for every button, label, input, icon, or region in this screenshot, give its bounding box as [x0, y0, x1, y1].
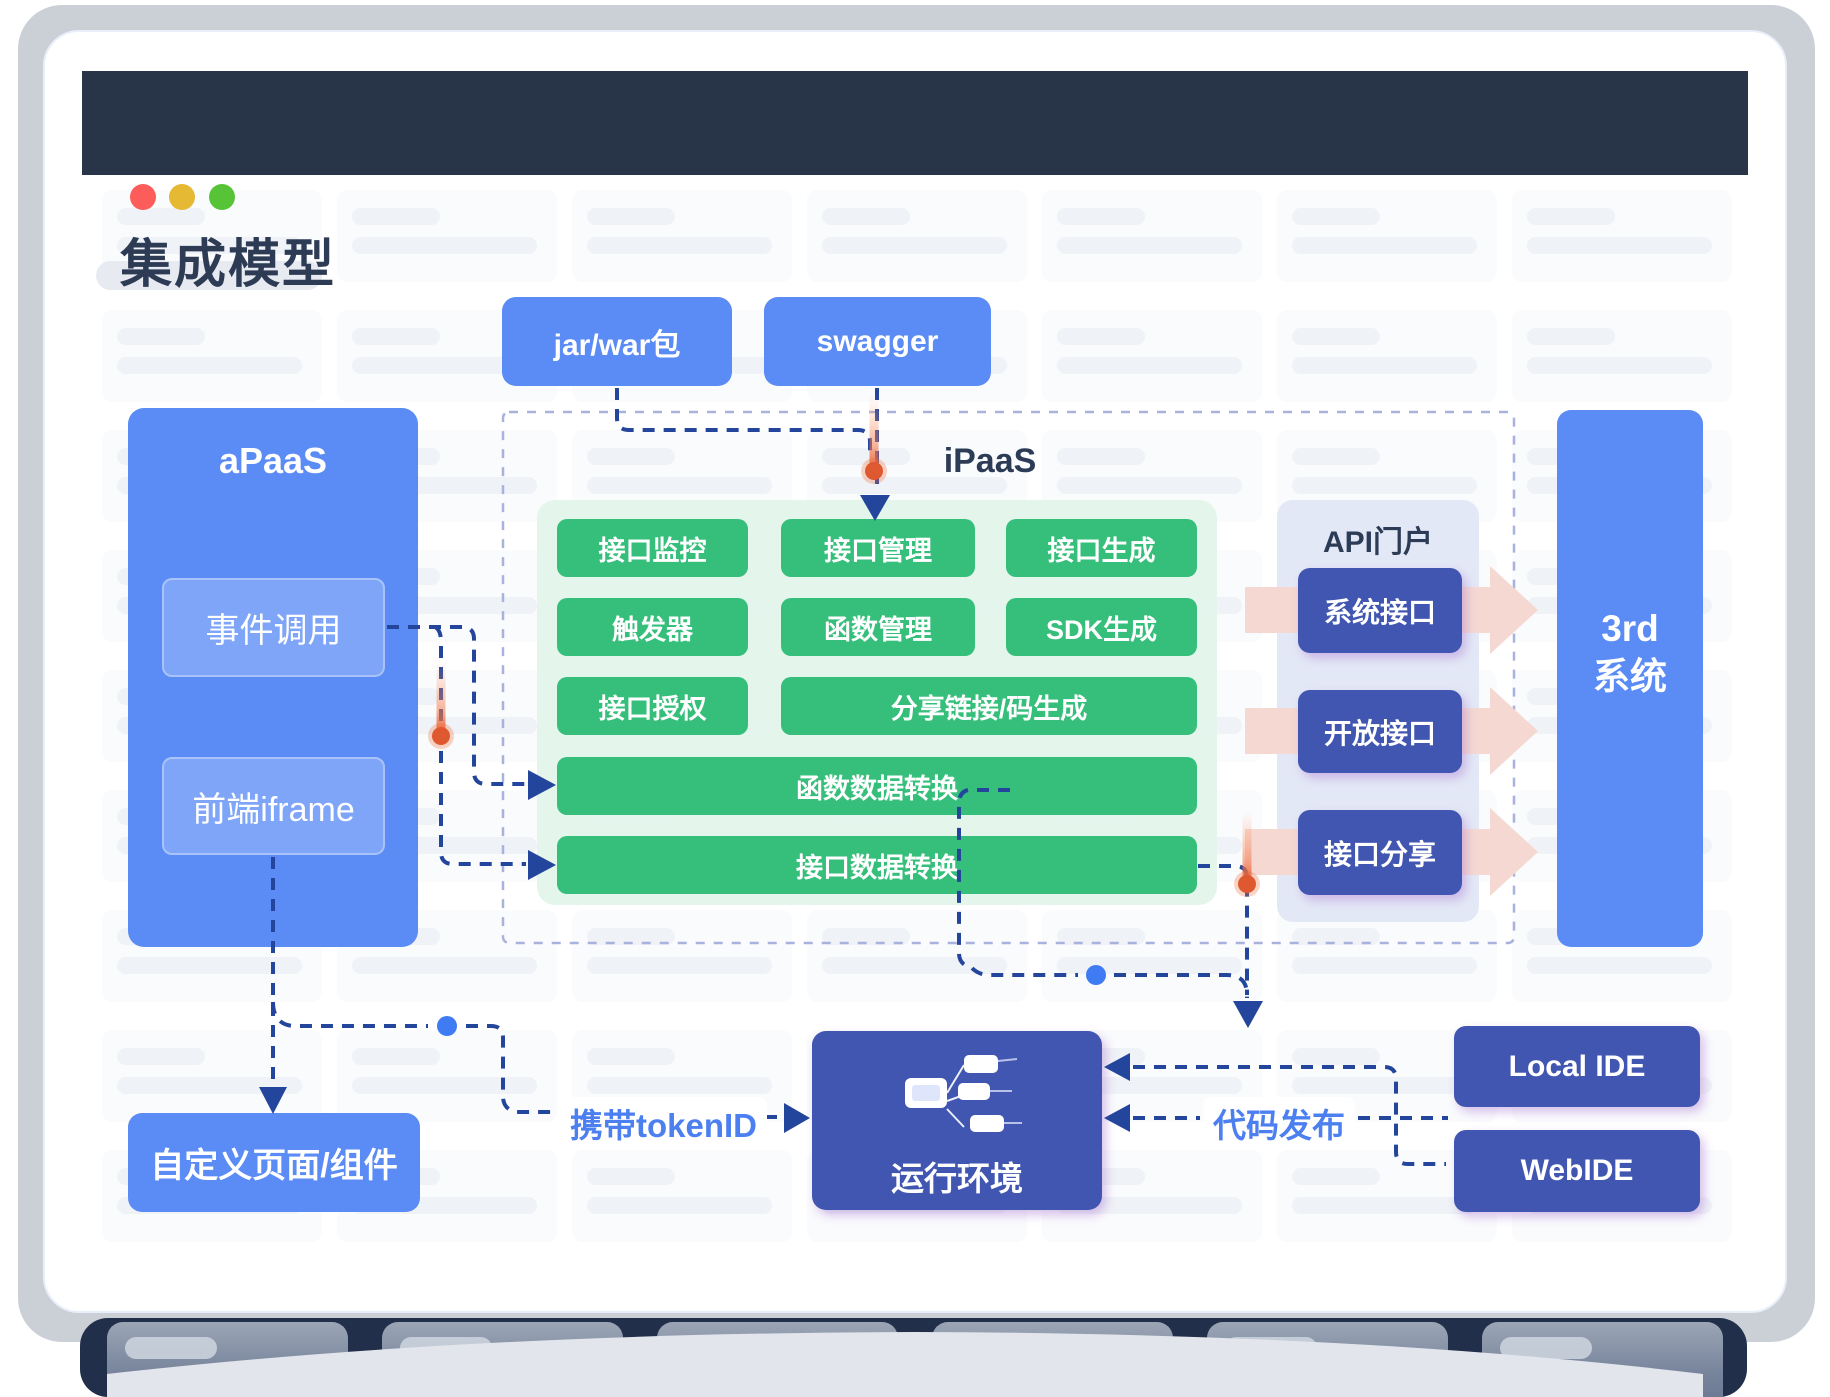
third-system-box[interactable]: 3rd 系统 — [1557, 410, 1703, 947]
maximize-traffic-light-icon[interactable] — [209, 184, 235, 210]
deploy-edge-label: 代码发布 — [1203, 1097, 1355, 1149]
apaas-label: aPaaS — [218, 440, 328, 481]
api-portal-item-1[interactable]: 系统接口 — [1298, 568, 1462, 653]
skeleton-card — [572, 910, 792, 1002]
skeleton-card — [1277, 310, 1497, 402]
ipaas-label: iPaaS — [943, 442, 1037, 480]
skeleton-card — [102, 310, 322, 402]
api-portal-item-3[interactable]: 接口分享 — [1298, 810, 1462, 895]
skeleton-card — [1512, 190, 1732, 282]
skeleton-card — [807, 190, 1027, 282]
ipaas-capability-6[interactable]: SDK生成 — [1006, 598, 1197, 656]
ipaas-capability-4[interactable]: 触发器 — [557, 598, 748, 656]
skeleton-card — [807, 910, 1027, 1002]
title-highlight-pill — [96, 261, 322, 290]
skeleton-card — [1042, 910, 1262, 1002]
skeleton-card — [572, 1150, 792, 1242]
web-ide-box[interactable]: WebIDE — [1454, 1130, 1700, 1212]
token-id-edge-label: 携带tokenID — [560, 1097, 768, 1149]
ipaas-capability-5[interactable]: 函数管理 — [781, 598, 975, 656]
skeleton-card — [1512, 310, 1732, 402]
skeleton-card — [1277, 190, 1497, 282]
local-ide-box[interactable]: Local IDE — [1454, 1026, 1700, 1107]
skeleton-card — [102, 1030, 322, 1122]
ipaas-capability-3[interactable]: 接口生成 — [1006, 519, 1197, 577]
bottom-band-card — [1207, 1322, 1448, 1397]
apaas-iframe-box[interactable]: 前端iframe — [162, 757, 385, 855]
ipaas-capability-7[interactable]: 接口授权 — [557, 677, 748, 735]
skeleton-card — [1277, 910, 1497, 1002]
bottom-band-card — [657, 1322, 898, 1397]
skeleton-card — [572, 190, 792, 282]
third-system-line1: 3rd — [1601, 608, 1659, 649]
page-title: 集成模型 — [120, 236, 337, 294]
ipaas-capability-10[interactable]: 接口数据转换 — [557, 836, 1197, 894]
ipaas-capability-8[interactable]: 分享链接/码生成 — [781, 677, 1197, 735]
custom-page-box[interactable]: 自定义页面/组件 — [128, 1113, 420, 1212]
ipaas-capability-1[interactable]: 接口监控 — [557, 519, 748, 577]
bottom-band-card — [382, 1322, 623, 1397]
bottom-band-card — [1482, 1322, 1723, 1397]
runtime-label: 运行环境 — [891, 1160, 1023, 1197]
bottom-band-card — [932, 1322, 1173, 1397]
apaas-event-box[interactable]: 事件调用 — [162, 578, 385, 677]
ipaas-capability-2[interactable]: 接口管理 — [781, 519, 975, 577]
skeleton-card — [337, 190, 557, 282]
swagger-box[interactable]: swagger — [764, 297, 991, 386]
skeleton-card — [1042, 310, 1262, 402]
jar-war-box[interactable]: jar/war包 — [502, 297, 732, 386]
third-system-line2: 系统 — [1593, 656, 1667, 697]
skeleton-card — [337, 1030, 557, 1122]
skeleton-card — [1042, 190, 1262, 282]
apaas-box[interactable] — [128, 408, 418, 947]
bottom-band-card — [107, 1322, 348, 1397]
window-titlebar — [82, 71, 1748, 210]
ipaas-capability-9[interactable]: 函数数据转换 — [557, 757, 1197, 815]
minimize-traffic-light-icon[interactable] — [169, 184, 195, 210]
api-portal-label: API门户 — [1322, 526, 1433, 559]
api-portal-item-2[interactable]: 开放接口 — [1298, 690, 1462, 773]
close-traffic-light-icon[interactable] — [130, 184, 156, 210]
